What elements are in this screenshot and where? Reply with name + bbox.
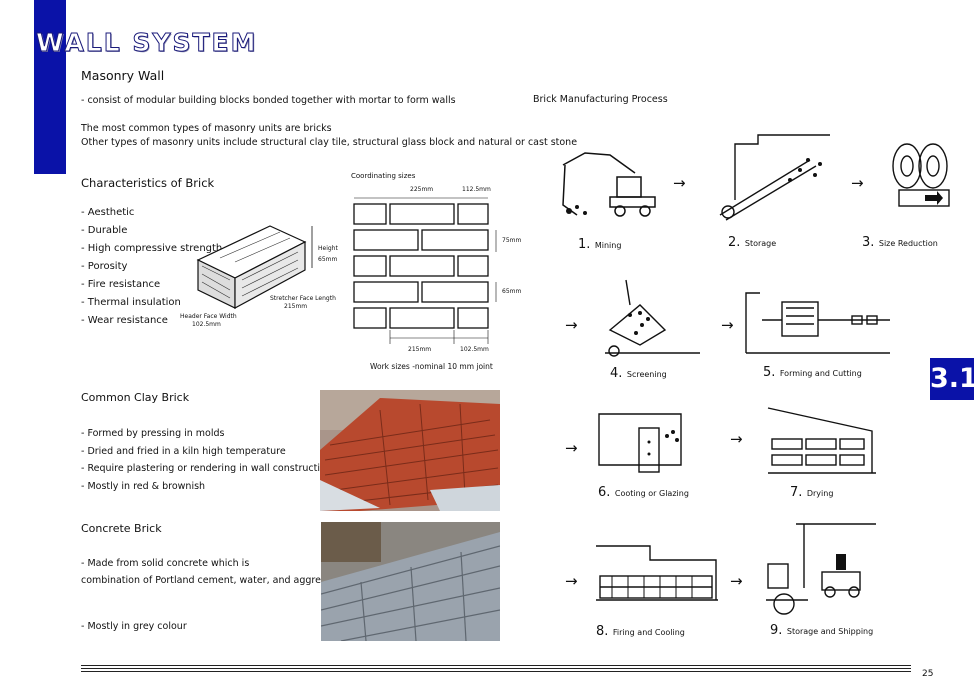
page-title: WALL SYSTEM [36,28,258,58]
step-label: Firing and Cooling [612,628,685,637]
step-number: 8. [596,624,609,639]
step-1: 1. Mining [578,235,621,253]
coord-caption: Work sizes -nominal 10 mm joint [370,362,493,371]
list-item: - Wear resistance [81,315,168,326]
step-number: 3. [862,235,875,250]
step-2: 2. Storage [728,233,776,251]
concrete-brick-photo [321,522,500,641]
step-label: Drying [806,489,834,498]
drying-sketch [767,407,876,474]
mining-sketch [562,152,656,217]
step-label: Storage and Shipping [786,627,874,636]
step-number: 7. [790,485,803,500]
list-item: - Thermal insulation [81,297,181,308]
step-label: Storage [744,239,777,248]
storage-shipping-sketch [766,523,876,615]
arrow-icon: → [565,572,578,590]
step-6: 6. Cooting or Glazing [598,483,689,501]
step-9: 9. Storage and Shipping [770,621,873,639]
list-item: - Durable [81,225,128,236]
coord-right-2: 65mm [502,288,522,295]
size-reduction-sketch [892,143,950,207]
step-5: 5. Forming and Cutting [763,363,862,381]
header-label: Header Face Width [180,313,237,320]
step-label: Screening [626,370,667,379]
arrow-icon: → [673,174,686,192]
masonry-types-2: Other types of masonry units include str… [81,137,578,148]
arrow-icon: → [730,430,743,448]
arrow-icon: → [721,316,734,334]
footer-rule [81,668,911,669]
step-number: 5. [763,365,776,380]
step-8: 8. Firing and Cooling [596,622,685,640]
footer-rule [81,665,911,666]
header-value: 102.5mm [192,321,221,328]
footer-rule [81,671,911,672]
step-number: 9. [770,623,783,638]
section-badge: 3.1 [930,358,978,400]
list-item: - Porosity [81,261,128,272]
step-3: 3. Size Reduction [862,233,938,251]
step-label: Mining [594,241,622,250]
list-item: - Formed by pressing in molds [81,428,225,439]
stretcher-value: 215mm [284,303,308,310]
concrete-line-2: combination of Portland cement, water, a… [81,575,348,586]
arrow-icon: → [565,439,578,457]
list-item: - High compressive strength [81,243,223,254]
step-number: 6. [598,485,611,500]
storage-sketch [719,134,830,221]
page-number: 25 [922,669,934,679]
masonry-definition: - consist of modular building blocks bon… [81,95,456,106]
masonry-types-1: The most common types of masonry units a… [81,123,332,134]
clay-heading: Common Clay Brick [81,391,190,404]
coord-bottom-2: 102.5mm [460,346,489,353]
coord-title: Coordinating sizes [351,172,416,180]
wall-bond-diagram [353,197,497,344]
forming-cutting-sketch [745,292,890,354]
list-item: - Aesthetic [81,207,135,218]
process-heading: Brick Manufacturing Process [533,94,668,105]
arrow-icon: → [851,174,864,192]
coord-right-1: 75mm [502,237,522,244]
coating-glazing-sketch [598,413,682,473]
characteristics-list: - Aesthetic - Durable - High compressive… [81,204,222,330]
step-number: 2. [728,235,741,250]
step-number: 4. [610,366,623,381]
step-label: Forming and Cutting [779,369,862,378]
arrow-icon: → [565,316,578,334]
screening-sketch [605,279,700,357]
step-7: 7. Drying [790,483,833,501]
concrete-line-3: - Mostly in grey colour [81,621,187,632]
height-label: Height [318,245,338,252]
stretcher-label: Stretcher Face Length [270,295,336,302]
step-label: Size Reduction [878,239,938,248]
concrete-line-1: - Made from solid concrete which is [81,558,250,569]
coord-top-2: 112.5mm [462,186,491,193]
list-item: - Mostly in red & brownish [81,480,206,492]
list-item: - Dried and fried in a kiln high tempera… [81,445,286,457]
arrow-icon: → [730,572,743,590]
height-value: 65mm [318,256,338,263]
step-label: Cooting or Glazing [614,489,689,498]
step-number: 1. [578,237,591,252]
concrete-heading: Concrete Brick [81,522,162,535]
blue-side-tab [34,0,66,174]
list-item: - Fire resistance [81,279,161,290]
masonry-heading: Masonry Wall [81,68,165,83]
brick-sketch [196,225,313,310]
firing-cooling-sketch [596,545,718,601]
clay-brick-photo [320,390,500,511]
list-item: - Require plastering or rendering in wal… [81,463,332,474]
clay-list: - Formed by pressing in molds - Dried an… [81,425,332,495]
coord-top-1: 225mm [410,186,434,193]
characteristics-heading: Characteristics of Brick [81,176,215,190]
coord-bottom-1: 215mm [408,346,432,353]
step-4: 4. Screening [610,364,667,382]
